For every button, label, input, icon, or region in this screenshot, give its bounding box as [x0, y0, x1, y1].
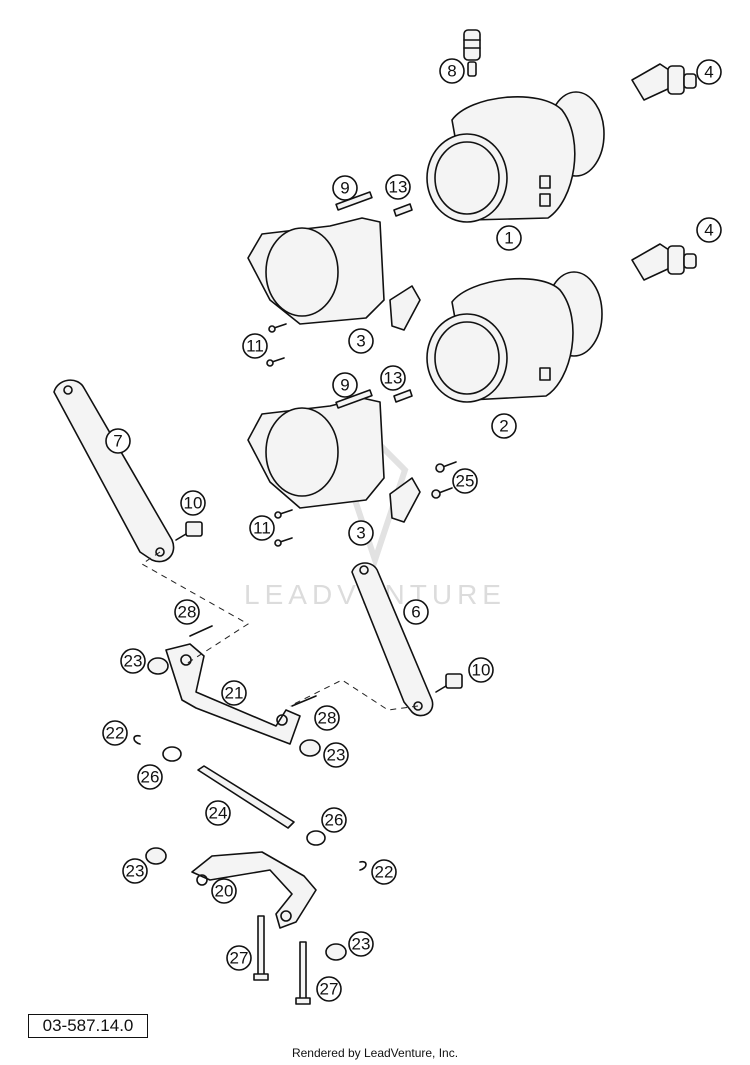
- callout-10-right: 10: [468, 657, 494, 683]
- bulb-part-lower: [631, 243, 697, 281]
- callout-10-left: 10: [180, 490, 206, 516]
- bolts-27-part: [253, 915, 311, 1005]
- svg-text:23: 23: [126, 862, 145, 881]
- bracket-6-part: [351, 562, 434, 717]
- leader-lines: [141, 551, 419, 711]
- headlight-bracket-upper-part: [247, 191, 421, 331]
- svg-text:11: 11: [246, 337, 264, 356]
- callout-8: 8: [439, 58, 465, 84]
- svg-text:26: 26: [325, 811, 344, 830]
- svg-text:27: 27: [320, 980, 339, 999]
- callout-3-upper: 3: [348, 328, 374, 354]
- clips-22-part: [133, 734, 367, 871]
- svg-text:7: 7: [113, 432, 122, 451]
- render-credit: Rendered by LeadVenture, Inc.: [291, 1046, 459, 1060]
- bulb-part-upper: [631, 63, 697, 101]
- callout-24: 24: [205, 800, 231, 826]
- callout-25: 25: [452, 468, 478, 494]
- callout-21: 21: [221, 680, 247, 706]
- callout-26-left: 26: [137, 764, 163, 790]
- svg-text:1: 1: [504, 229, 513, 248]
- svg-text:11: 11: [253, 519, 271, 538]
- svg-text:22: 22: [375, 863, 394, 882]
- callout-11-lower: 11: [249, 515, 275, 541]
- shaft-24-part: [197, 765, 295, 829]
- headlight-lower-part: [426, 271, 603, 403]
- svg-text:8: 8: [447, 62, 456, 81]
- svg-text:24: 24: [209, 804, 228, 823]
- headlight-upper-part: [426, 91, 605, 223]
- callout-1: 1: [496, 225, 522, 251]
- svg-text:21: 21: [225, 684, 244, 703]
- bulb-socket-part: [463, 29, 481, 77]
- svg-text:9: 9: [340, 376, 349, 395]
- svg-text:10: 10: [472, 661, 491, 680]
- bracket-7-part: [53, 379, 175, 563]
- svg-text:13: 13: [384, 369, 403, 388]
- callout-27-left: 27: [226, 945, 252, 971]
- svg-text:27: 27: [230, 949, 249, 968]
- callout-4-lower: 4: [696, 217, 722, 243]
- callout-22-left: 22: [102, 720, 128, 746]
- callout-23-a: 23: [120, 648, 146, 674]
- nuts-23-part: [145, 657, 347, 961]
- callout-20: 20: [211, 878, 237, 904]
- callout-22-right: 22: [371, 859, 397, 885]
- callout-23-d: 23: [348, 931, 374, 957]
- svg-text:28: 28: [178, 603, 197, 622]
- callout-9-lower: 9: [332, 372, 358, 398]
- callout-28-upper: 28: [174, 599, 200, 625]
- callout-23-c: 23: [122, 858, 148, 884]
- callout-27-right: 27: [316, 976, 342, 1002]
- callout-23-b: 23: [323, 742, 349, 768]
- svg-text:9: 9: [340, 179, 349, 198]
- svg-text:23: 23: [124, 652, 143, 671]
- headlight-bracket-lower-part: [247, 389, 421, 523]
- bolts-10-part: [175, 521, 463, 693]
- callout-2: 2: [491, 413, 517, 439]
- studs-28-part: [189, 625, 317, 707]
- svg-text:3: 3: [356, 332, 365, 351]
- svg-text:28: 28: [318, 709, 337, 728]
- svg-text:23: 23: [327, 746, 346, 765]
- svg-text:13: 13: [389, 178, 408, 197]
- svg-text:25: 25: [456, 472, 475, 491]
- callout-13-lower: 13: [380, 365, 406, 391]
- screws-25-part: [431, 461, 457, 499]
- callout-6: 6: [403, 599, 429, 625]
- diagram-id-label: 03-587.14.0: [28, 1014, 148, 1038]
- callout-9-upper: 9: [332, 175, 358, 201]
- callout-3-lower: 3: [348, 520, 374, 546]
- callout-26-right: 26: [321, 807, 347, 833]
- svg-text:6: 6: [411, 603, 420, 622]
- svg-text:10: 10: [184, 494, 203, 513]
- callout-4-upper: 4: [696, 59, 722, 85]
- bracket-21-part: [165, 643, 301, 745]
- callout-13-upper: 13: [385, 174, 411, 200]
- svg-text:26: 26: [141, 768, 160, 787]
- svg-text:22: 22: [106, 724, 125, 743]
- svg-text:3: 3: [356, 524, 365, 543]
- svg-text:2: 2: [499, 417, 508, 436]
- svg-text:20: 20: [215, 882, 234, 901]
- callout-11-upper: 11: [242, 333, 268, 359]
- bracket-20-part: [191, 851, 317, 929]
- svg-text:4: 4: [704, 63, 713, 82]
- svg-text:4: 4: [704, 221, 713, 240]
- svg-text:23: 23: [352, 935, 371, 954]
- washers-26-part: [162, 746, 326, 846]
- callout-7: 7: [105, 428, 131, 454]
- screws-11-part: [266, 323, 293, 547]
- callout-28-lower: 28: [314, 705, 340, 731]
